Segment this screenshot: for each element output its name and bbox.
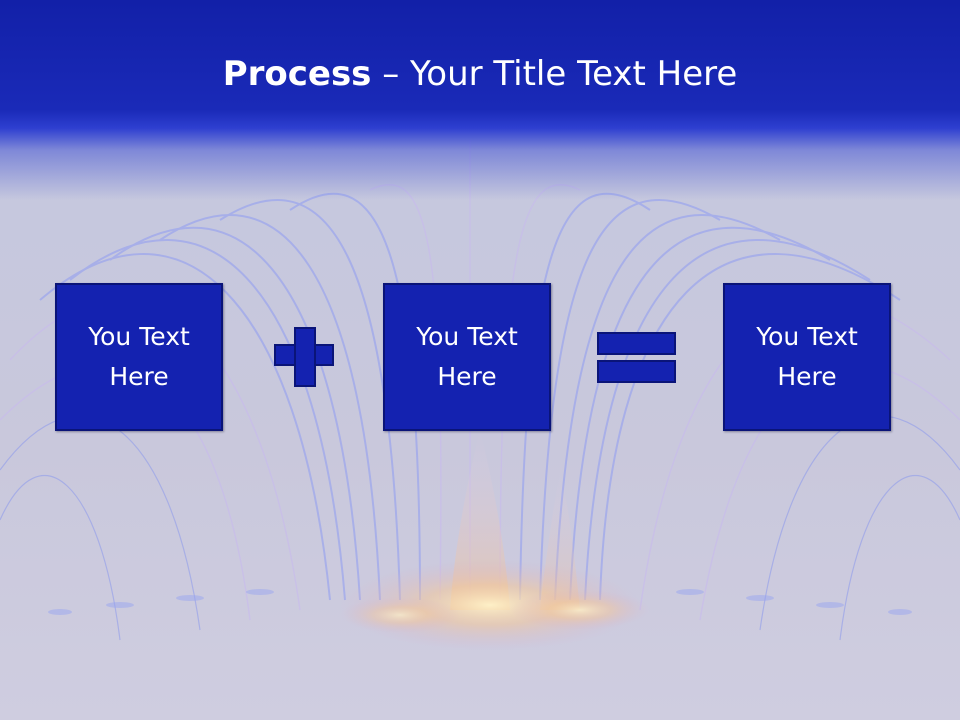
equals-icon-top-bar — [597, 332, 676, 355]
process-box-3[interactable]: You Text Here — [723, 283, 891, 431]
equals-icon-bottom-bar — [597, 360, 676, 383]
title-rest-text: – Your Title Text Here — [371, 54, 738, 94]
title-bold-text: Process — [222, 54, 372, 94]
process-box-2-label: You Text Here — [416, 322, 518, 391]
process-box-1-label: You Text Here — [88, 322, 190, 391]
process-box-3-label: You Text Here — [756, 322, 858, 391]
plus-icon-center — [296, 346, 314, 364]
process-box-1[interactable]: You Text Here — [55, 283, 223, 431]
process-box-2[interactable]: You Text Here — [383, 283, 551, 431]
title-bar — [0, 0, 960, 200]
slide-title: Process – Your Title Text Here — [0, 52, 960, 96]
